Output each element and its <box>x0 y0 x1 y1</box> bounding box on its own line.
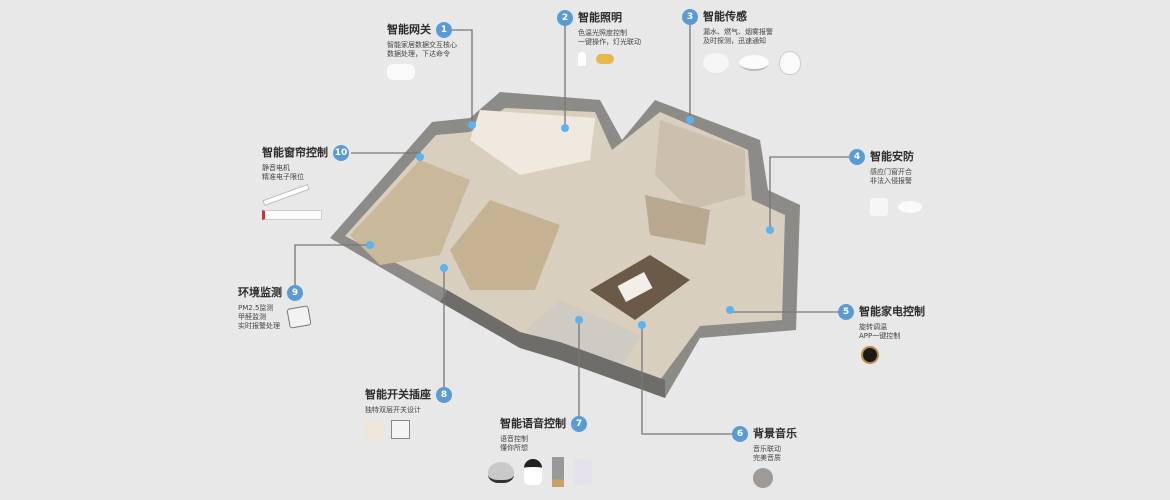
feature-background-music: 6 背景音乐 音乐联动完美音质 <box>732 426 797 488</box>
feature-desc: PM2.5监测甲醛监测实时报警处理 <box>238 304 280 331</box>
badge-5[interactable]: 5 <box>838 304 854 320</box>
feature-title: 智能照明 <box>578 11 622 24</box>
gas-sensor-icon <box>779 51 801 75</box>
desc-line: 甲醛监测 <box>238 313 266 321</box>
badge-6[interactable]: 6 <box>732 426 748 442</box>
feature-desc: 静音电机精准电子限位 <box>262 164 349 182</box>
desc-line: PM2.5监测 <box>238 304 274 312</box>
badge-4[interactable]: 4 <box>849 149 865 165</box>
front-wall <box>440 290 665 398</box>
feature-desc: 色温光照度控制一键操作，灯光联动 <box>578 29 641 47</box>
badge-3[interactable]: 3 <box>682 9 698 25</box>
feature-voice-control: 智能语音控制 7 语音控制懂你所想 <box>488 416 592 487</box>
hotspot-dots <box>366 116 774 329</box>
bedroom-1 <box>350 160 470 265</box>
door-sensor-icon <box>870 198 888 216</box>
desc-line: 智能家居数据交互核心 <box>387 41 457 49</box>
speaker-icon <box>753 468 773 488</box>
feature-title: 背景音乐 <box>753 427 797 440</box>
feature-title: 智能网关 <box>387 23 431 36</box>
desc-line: 懂你所想 <box>500 444 528 452</box>
badge-2[interactable]: 2 <box>557 10 573 26</box>
desc-line: 数据处理，下达命令 <box>387 50 450 58</box>
feature-desc: 独特双层开关设计 <box>365 406 452 415</box>
curtain-motor-icon <box>262 183 310 207</box>
feature-curtain-control: 智能窗帘控制 10 静音电机精准电子限位 <box>262 145 349 220</box>
feature-gateway: 智能网关 1 智能家居数据交互核心数据处理，下达命令 <box>387 22 457 80</box>
badge-8[interactable]: 8 <box>436 387 452 403</box>
feature-desc: 语音控制懂你所想 <box>500 435 592 453</box>
coffee-table <box>617 272 653 302</box>
feature-title: 智能窗帘控制 <box>262 146 328 159</box>
badge-10[interactable]: 10 <box>333 145 349 161</box>
motion-sensor-icon <box>898 201 922 213</box>
kitchen <box>655 120 745 210</box>
dining-area <box>645 195 710 245</box>
desc-line: 漏水、燃气、烟雾报警 <box>703 28 773 36</box>
badge-7[interactable]: 7 <box>571 416 587 432</box>
feature-title: 智能安防 <box>870 150 914 163</box>
desc-line: 精准电子限位 <box>262 173 304 181</box>
desc-line: 语音控制 <box>500 435 528 443</box>
feature-lighting: 2 智能照明 色温光照度控制一键操作，灯光联动 <box>557 10 641 66</box>
desc-line: 实时报警处理 <box>238 322 280 330</box>
bedroom-2 <box>450 200 560 290</box>
feature-desc: 漏水、燃气、烟雾报警及时探测，迅速通知 <box>703 28 801 46</box>
feature-title: 智能开关插座 <box>365 388 431 401</box>
switch-panel-icon <box>365 420 383 439</box>
desc-line: 非法入侵报警 <box>870 177 912 185</box>
feature-security: 4 智能安防 感应门窗开合非法入侵报警 <box>849 149 922 216</box>
connector-lines <box>294 25 849 435</box>
water-sensor-icon <box>703 53 729 73</box>
feature-title: 智能家电控制 <box>859 305 925 318</box>
feature-desc: 音乐联动完美音质 <box>753 445 797 463</box>
desc-line: 独特双层开关设计 <box>365 406 421 414</box>
desc-line: 静音电机 <box>262 164 290 172</box>
feature-title: 智能语音控制 <box>500 417 566 430</box>
feature-title: 环境监测 <box>238 286 282 299</box>
desc-line: 一键操作，灯光联动 <box>578 38 641 46</box>
feature-desc: 智能家居数据交互核心数据处理，下达命令 <box>387 41 457 59</box>
smart-speaker-icon <box>488 461 514 483</box>
feature-desc: 感应门窗开合非法入侵报警 <box>870 168 922 186</box>
thermostat-icon <box>861 346 879 364</box>
gateway-device-icon <box>387 64 415 80</box>
feature-switch-socket: 智能开关插座 8 独特双层开关设计 <box>365 387 452 439</box>
robot-assistant-icon <box>524 459 542 485</box>
feature-sensors: 3 智能传感 漏水、燃气、烟雾报警及时探测，迅速通知 <box>682 9 801 75</box>
balcony <box>525 300 640 370</box>
air-monitor-icon <box>286 305 312 329</box>
led-strip-icon <box>596 54 614 64</box>
desc-line: 完美音质 <box>753 454 781 462</box>
feature-title: 智能传感 <box>703 10 747 23</box>
socket-panel-icon <box>391 420 410 439</box>
bulb-icon <box>578 52 586 66</box>
tower-speaker-icon <box>552 457 564 487</box>
cylinder-speaker-icon <box>574 459 592 485</box>
curtain-rail-icon <box>262 210 322 220</box>
desc-line: 旋转调温 <box>859 323 887 331</box>
desc-line: 感应门窗开合 <box>870 168 912 176</box>
smoke-detector-icon <box>739 55 769 71</box>
desc-line: APP一键控制 <box>859 332 901 340</box>
desc-line: 及时探测，迅速通知 <box>703 37 766 45</box>
desc-line: 音乐联动 <box>753 445 781 453</box>
badge-9[interactable]: 9 <box>287 285 303 301</box>
feature-environment-monitoring: 环境监测 9 PM2.5监测甲醛监测实时报警处理 <box>238 285 312 331</box>
badge-1[interactable]: 1 <box>436 22 452 38</box>
desc-line: 色温光照度控制 <box>578 29 627 37</box>
